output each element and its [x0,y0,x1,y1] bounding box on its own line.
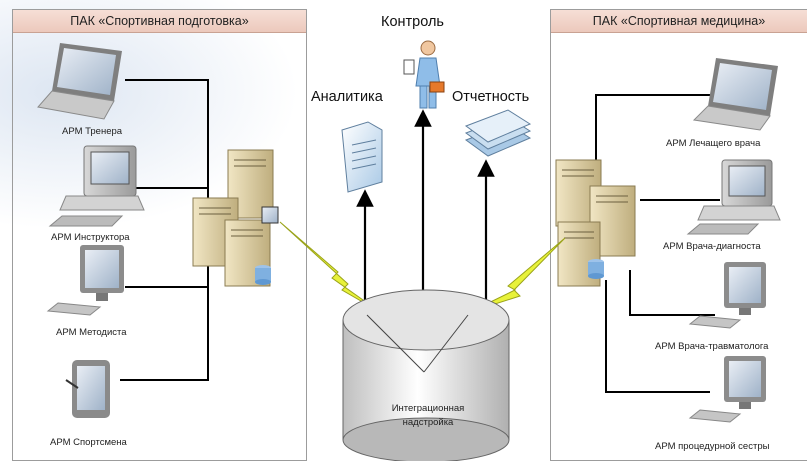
document-icon [341,121,383,193]
label-ws-traumatologist: АРМ Врача-травматолога [655,341,769,352]
label-control: Контроль [381,14,444,30]
server-cluster-icon [555,159,636,287]
panel-title-sport-medicine: ПАК «Спортивная медицина» [551,10,807,33]
label-ws-procedure-nurse: АРМ процедурной сестры [655,441,770,452]
panel-title-sport-training: ПАК «Спортивная подготовка» [13,10,306,33]
label-ws-attending-doctor: АРМ Лечащего врача [666,138,761,149]
laptop-icon [692,58,778,131]
desktop-computer-icon [48,145,145,227]
monitor-icon [688,262,766,329]
data-flow-arrows [356,109,495,305]
label-ws-instructor: АРМ Инструктора [51,232,130,243]
monitor-icon [688,356,766,423]
person-icon [403,40,445,109]
right-connector-lines [595,94,720,393]
label-ws-trainer: АРМ Тренера [62,126,123,137]
tablet-icon [65,360,110,418]
desktop-computer-icon [686,159,781,235]
label-ws-diagnostic-doctor: АРМ Врача-диагноста [663,241,761,252]
monitor-icon [46,245,124,316]
document-stack-icon [464,109,532,157]
label-reporting: Отчетность [452,89,530,105]
integration-database-icon [342,289,510,461]
label-analytics: Аналитика [311,89,383,105]
database-label-line1: Интеграционная [391,403,465,414]
label-ws-athlete: АРМ Спортсмена [50,437,127,448]
panel-sport-training: ПАК «Спортивная подготовка» [12,9,307,461]
server-cluster-icon [192,149,279,287]
database-label: Интеграционная надстройка [358,402,498,430]
laptop-icon [37,43,122,120]
database-label-line2: надстройка [402,417,454,428]
label-ws-methodist: АРМ Методиста [56,327,127,338]
